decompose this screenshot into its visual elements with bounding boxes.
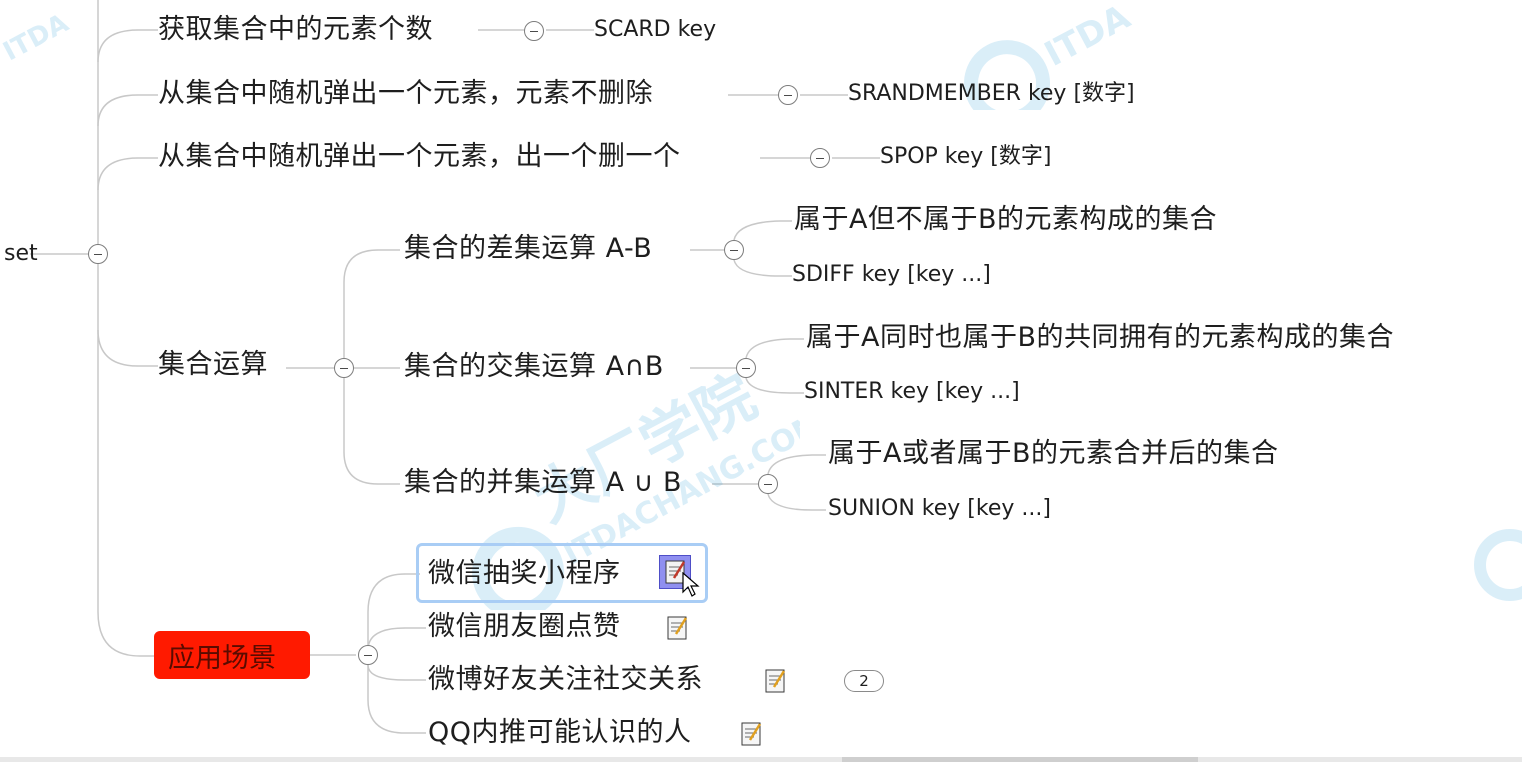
scenario-item-weibo-follow[interactable]: 微博好友关注社交关系 bbox=[428, 664, 703, 695]
collapse-toggle-icon[interactable] bbox=[736, 358, 756, 378]
command-scard[interactable]: SCARD key bbox=[594, 17, 717, 42]
command-sunion[interactable]: SUNION key [key ...] bbox=[828, 496, 1051, 521]
mouse-cursor-icon bbox=[682, 572, 700, 597]
note-icon[interactable] bbox=[760, 665, 790, 697]
selected-topic-outline bbox=[416, 543, 708, 603]
topic-set-intersection[interactable]: 集合的交集运算 A∩B bbox=[404, 351, 664, 382]
desc-set-intersection[interactable]: 属于A同时也属于B的共同拥有的元素构成的集合 bbox=[806, 322, 1394, 353]
collapse-toggle-icon[interactable] bbox=[758, 474, 778, 494]
svg-text:大厂学院: 大厂学院 bbox=[522, 370, 767, 536]
note-icon[interactable] bbox=[662, 612, 692, 644]
topic-spop[interactable]: 从集合中随机弹出一个元素，出一个删一个 bbox=[158, 141, 681, 172]
scenario-item-moments-like[interactable]: 微信朋友圈点赞 bbox=[428, 611, 621, 642]
scenario-item-wechat-lottery[interactable]: 微信抽奖小程序 bbox=[428, 558, 621, 589]
command-sinter[interactable]: SINTER key [key ...] bbox=[804, 379, 1020, 404]
topic-application-scenarios[interactable]: 应用场景 bbox=[154, 631, 310, 679]
collapse-toggle-icon[interactable] bbox=[524, 21, 544, 41]
topic-srandmember[interactable]: 从集合中随机弹出一个元素，元素不删除 bbox=[158, 78, 653, 109]
command-srandmember[interactable]: SRANDMEMBER key [数字] bbox=[848, 81, 1135, 106]
collapse-toggle-icon[interactable] bbox=[778, 85, 798, 105]
horizontal-scrollbar[interactable] bbox=[0, 757, 1522, 762]
note-icon[interactable] bbox=[736, 718, 766, 750]
collapse-toggle-icon[interactable] bbox=[334, 358, 354, 378]
topic-set-union[interactable]: 集合的并集运算 A ∪ B bbox=[404, 467, 683, 498]
desc-set-difference[interactable]: 属于A但不属于B的元素构成的集合 bbox=[794, 204, 1217, 235]
desc-set-union[interactable]: 属于A或者属于B的元素合并后的集合 bbox=[828, 438, 1279, 469]
command-spop[interactable]: SPOP key [数字] bbox=[880, 144, 1052, 169]
collapse-toggle-icon[interactable] bbox=[88, 244, 108, 264]
scenario-item-qq-recommend[interactable]: QQ内推可能认识的人 bbox=[428, 717, 692, 748]
svg-text:ITDA: ITDA bbox=[0, 8, 74, 60]
command-sdiff[interactable]: SDIFF key [key ...] bbox=[792, 262, 991, 287]
horizontal-scrollbar-thumb[interactable] bbox=[842, 757, 1198, 762]
svg-text:ITDA: ITDA bbox=[1038, 0, 1137, 75]
watermark-logo bbox=[1474, 529, 1522, 601]
collapse-toggle-icon[interactable] bbox=[358, 645, 378, 665]
topic-scard[interactable]: 获取集合中的元素个数 bbox=[158, 14, 433, 45]
root-topic-set[interactable]: set bbox=[4, 241, 38, 266]
watermark-logo: ITDA bbox=[0, 8, 74, 60]
topic-set-difference[interactable]: 集合的差集运算 A-B bbox=[404, 233, 653, 264]
collapse-toggle-icon[interactable] bbox=[810, 148, 830, 168]
collapse-toggle-icon[interactable] bbox=[724, 240, 744, 260]
collapsed-count-badge[interactable]: 2 bbox=[844, 670, 884, 692]
topic-application-scenarios-label: 应用场景 bbox=[168, 642, 276, 674]
topic-set-operations[interactable]: 集合运算 bbox=[158, 349, 268, 380]
